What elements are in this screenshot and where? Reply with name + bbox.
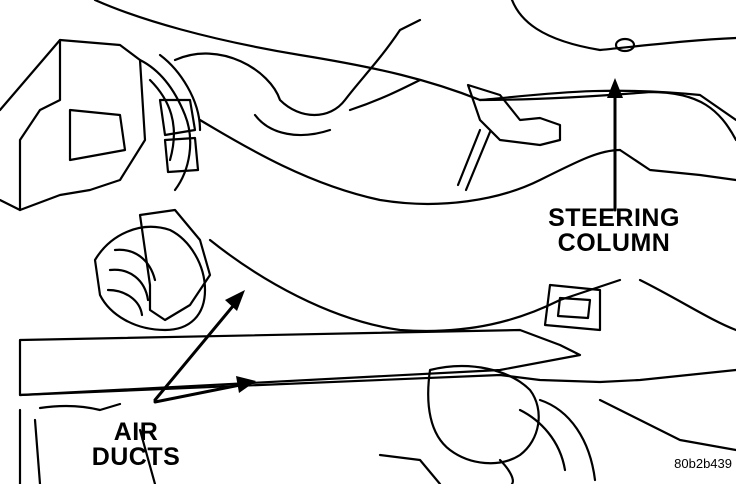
air-ducts-label-line2: DUCTS [91, 443, 181, 471]
trim-panel-lower-edge [208, 238, 622, 333]
left-floor-panel [18, 402, 157, 484]
figure-id: 80b2b439 [674, 456, 732, 471]
air-ducts-label-line1: AIR [113, 418, 159, 446]
steering-arrow-head [607, 78, 623, 98]
dash-upper-outline [93, 0, 736, 122]
knee-bolster [18, 328, 582, 397]
air-ducts-arrow-upper [153, 290, 245, 402]
air-ducts-arrow-lower [153, 376, 256, 404]
connector-stack [158, 98, 200, 174]
ignition-key [456, 128, 492, 192]
right-panel [618, 148, 736, 332]
air-duct-arrow-head-lower [236, 376, 256, 393]
air-duct-arrow-head-upper [225, 290, 245, 311]
left-panel-inner [68, 108, 127, 162]
left-panel-block [18, 38, 147, 212]
steering-column-label: STEERING COLUMN [536, 206, 692, 256]
steering-column-shroud [478, 90, 736, 142]
floor-duct-ribs [498, 398, 597, 484]
air-duct-ribs [106, 248, 157, 317]
left-panel-edge [0, 38, 62, 212]
lower-trim-panel [198, 118, 622, 205]
hands [173, 18, 422, 137]
steering-column-arrow [607, 78, 623, 212]
right-floor-lines [378, 398, 736, 484]
air-ducts-label: AIR DUCTS [72, 420, 200, 470]
air-duct-outlet [138, 208, 212, 322]
floor-duct [427, 364, 540, 465]
steering-label-line1: STEERING [548, 204, 680, 232]
knee-bolster-lower [18, 368, 736, 397]
ignition-lock [466, 83, 562, 147]
shroud-hole [614, 37, 636, 53]
steering-label-line2: COLUMN [557, 229, 671, 257]
right-bracket [543, 283, 602, 332]
dash-rear-panel [510, 0, 736, 52]
